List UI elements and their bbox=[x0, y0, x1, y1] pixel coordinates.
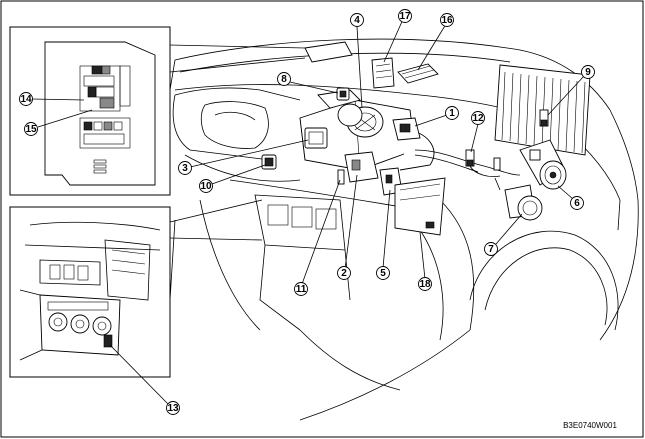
callout-number: 2 bbox=[341, 268, 347, 279]
leader-lines bbox=[31, 16, 585, 405]
callout-5: 5 bbox=[376, 266, 390, 280]
callout-11: 11 bbox=[294, 282, 308, 296]
callout-14: 14 bbox=[19, 92, 33, 106]
callout-circle bbox=[398, 9, 412, 23]
callout-circle bbox=[178, 161, 192, 175]
callout-number: 10 bbox=[200, 181, 212, 192]
callout-circle bbox=[294, 282, 308, 296]
callout-number: 1 bbox=[449, 108, 455, 119]
callout-17: 17 bbox=[398, 9, 412, 23]
callout-number: 3 bbox=[182, 163, 188, 174]
inset-control-panel bbox=[9, 199, 263, 378]
callout-number: 11 bbox=[296, 284, 307, 295]
callout-number: 6 bbox=[574, 198, 580, 209]
callout-circle bbox=[277, 72, 291, 86]
callout-1: 1 bbox=[445, 106, 459, 120]
callout-12: 12 bbox=[471, 111, 485, 125]
callout-number: 18 bbox=[419, 279, 431, 290]
callout-9: 9 bbox=[581, 65, 595, 79]
callout-15: 15 bbox=[24, 122, 38, 136]
part-12 bbox=[465, 149, 501, 177]
callout-circle bbox=[445, 106, 459, 120]
part-6 bbox=[519, 139, 567, 190]
actuator-3 bbox=[304, 127, 328, 149]
callout-circle bbox=[199, 179, 213, 193]
part-10 bbox=[261, 154, 277, 170]
part-8 bbox=[336, 87, 350, 101]
callout-circle bbox=[337, 266, 351, 280]
callout-circle bbox=[581, 65, 595, 79]
callout-13: 13 bbox=[166, 401, 180, 415]
callout-circle bbox=[471, 111, 485, 125]
callout-number: 13 bbox=[167, 403, 179, 414]
callout-number: 5 bbox=[380, 268, 386, 279]
callout-circle bbox=[19, 92, 33, 106]
callout-18: 18 bbox=[418, 277, 432, 291]
callout-circle bbox=[166, 401, 180, 415]
callout-number: 14 bbox=[20, 94, 32, 105]
callout-circle bbox=[24, 122, 38, 136]
callout-2: 2 bbox=[337, 266, 351, 280]
callout-3: 3 bbox=[178, 161, 192, 175]
callout-circle bbox=[440, 13, 454, 27]
callout-number: 17 bbox=[399, 11, 411, 22]
part-4 bbox=[337, 103, 363, 127]
figure-code: B3E0740W001 bbox=[563, 421, 617, 430]
callout-number: 7 bbox=[488, 244, 494, 255]
callout-circle bbox=[350, 13, 364, 27]
callout-16: 16 bbox=[440, 13, 454, 27]
hvac-unit bbox=[299, 89, 521, 196]
callout-4: 4 bbox=[350, 13, 364, 27]
callout-circle bbox=[570, 196, 584, 210]
callout-circle bbox=[418, 277, 432, 291]
callout-8: 8 bbox=[277, 72, 291, 86]
callout-7: 7 bbox=[484, 242, 498, 256]
callout-6: 6 bbox=[570, 196, 584, 210]
part-18 bbox=[394, 177, 446, 236]
callout-number: 4 bbox=[354, 15, 360, 26]
callout-number: 16 bbox=[441, 15, 453, 26]
callout-10: 10 bbox=[199, 179, 213, 193]
callout-circle bbox=[484, 242, 498, 256]
part-7 bbox=[493, 157, 543, 221]
part-9 bbox=[539, 109, 549, 127]
callout-number: 9 bbox=[585, 67, 591, 78]
callout-number: 8 bbox=[281, 74, 287, 85]
callout-number: 12 bbox=[472, 113, 484, 124]
part-16 bbox=[397, 63, 439, 84]
callout-number: 15 bbox=[25, 124, 37, 135]
callout-circle bbox=[376, 266, 390, 280]
part-17 bbox=[371, 57, 395, 89]
